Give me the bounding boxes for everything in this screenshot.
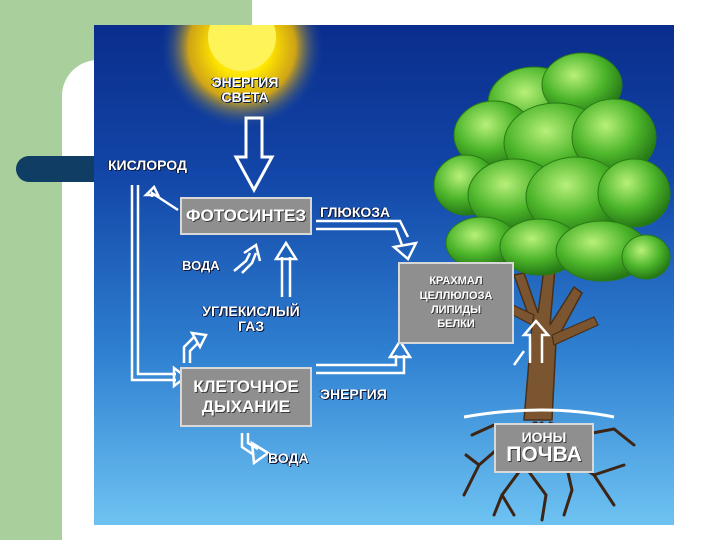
sun-icon [160,25,324,129]
respiration-box: КЛЕТОЧНОЕ ДЫХАНИЕ [180,367,312,427]
glucose-label: ГЛЮКОЗА [320,204,391,220]
photosynthesis-box: ФОТОСИНТЕЗ [180,197,312,235]
soil-label: ПОЧВА [506,443,582,467]
light-energy-label: ЭНЕРГИЯ СВЕТА [206,75,284,104]
ground-line [463,408,615,419]
energy-label: ЭНЕРГИЯ [320,386,387,402]
product-item-starch: КРАХМАЛ [429,275,483,288]
oxygen-label: КИСЛОРОД [108,157,187,173]
light-energy-line1: ЭНЕРГИЯ [211,74,279,90]
product-item-cellulose: ЦЕЛЛЮЛОЗА [419,289,493,302]
products-box: КРАХМАЛ ЦЕЛЛЮЛОЗА ЛИПИДЫ БЕЛКИ [398,262,514,344]
tree-icon [433,52,671,421]
photosynthesis-diagram: ЭНЕРГИЯ СВЕТА КИСЛОРОД ФОТОСИНТЕЗ ГЛЮКОЗ… [94,25,674,525]
water-in-label: ВОДА [182,258,220,273]
co2-up-arrow [273,240,299,297]
water-in-arrow [233,242,262,274]
respiration-line1: КЛЕТОЧНОЕ [193,377,299,397]
oxygen-arrow [130,184,189,389]
light-arrow [233,116,275,194]
energy-arrow [316,338,413,375]
co2-from-respiration-arrow [182,331,208,363]
light-energy-line2: СВЕТА [221,88,269,105]
respiration-line2: ДЫХАНИЕ [201,397,291,416]
ions-label: ИОНЫ [521,428,567,445]
glucose-arrow [316,219,419,261]
co2-line2: ГАЗ [238,317,264,334]
product-item-proteins: БЕЛКИ [437,318,475,331]
water-out-arrow [240,433,271,466]
product-item-lipids: ЛИПИДЫ [430,304,482,316]
co2-line1: УГЛЕКИСЛЫЙ [202,303,300,319]
soil-box: ИОНЫ ПОЧВА [494,423,594,473]
co2-label: УГЛЕКИСЛЫЙ ГАЗ [188,304,314,333]
water-out-label: ВОДА [268,450,309,466]
photosynthesis-label: ФОТОСИНТЕЗ [185,206,307,225]
